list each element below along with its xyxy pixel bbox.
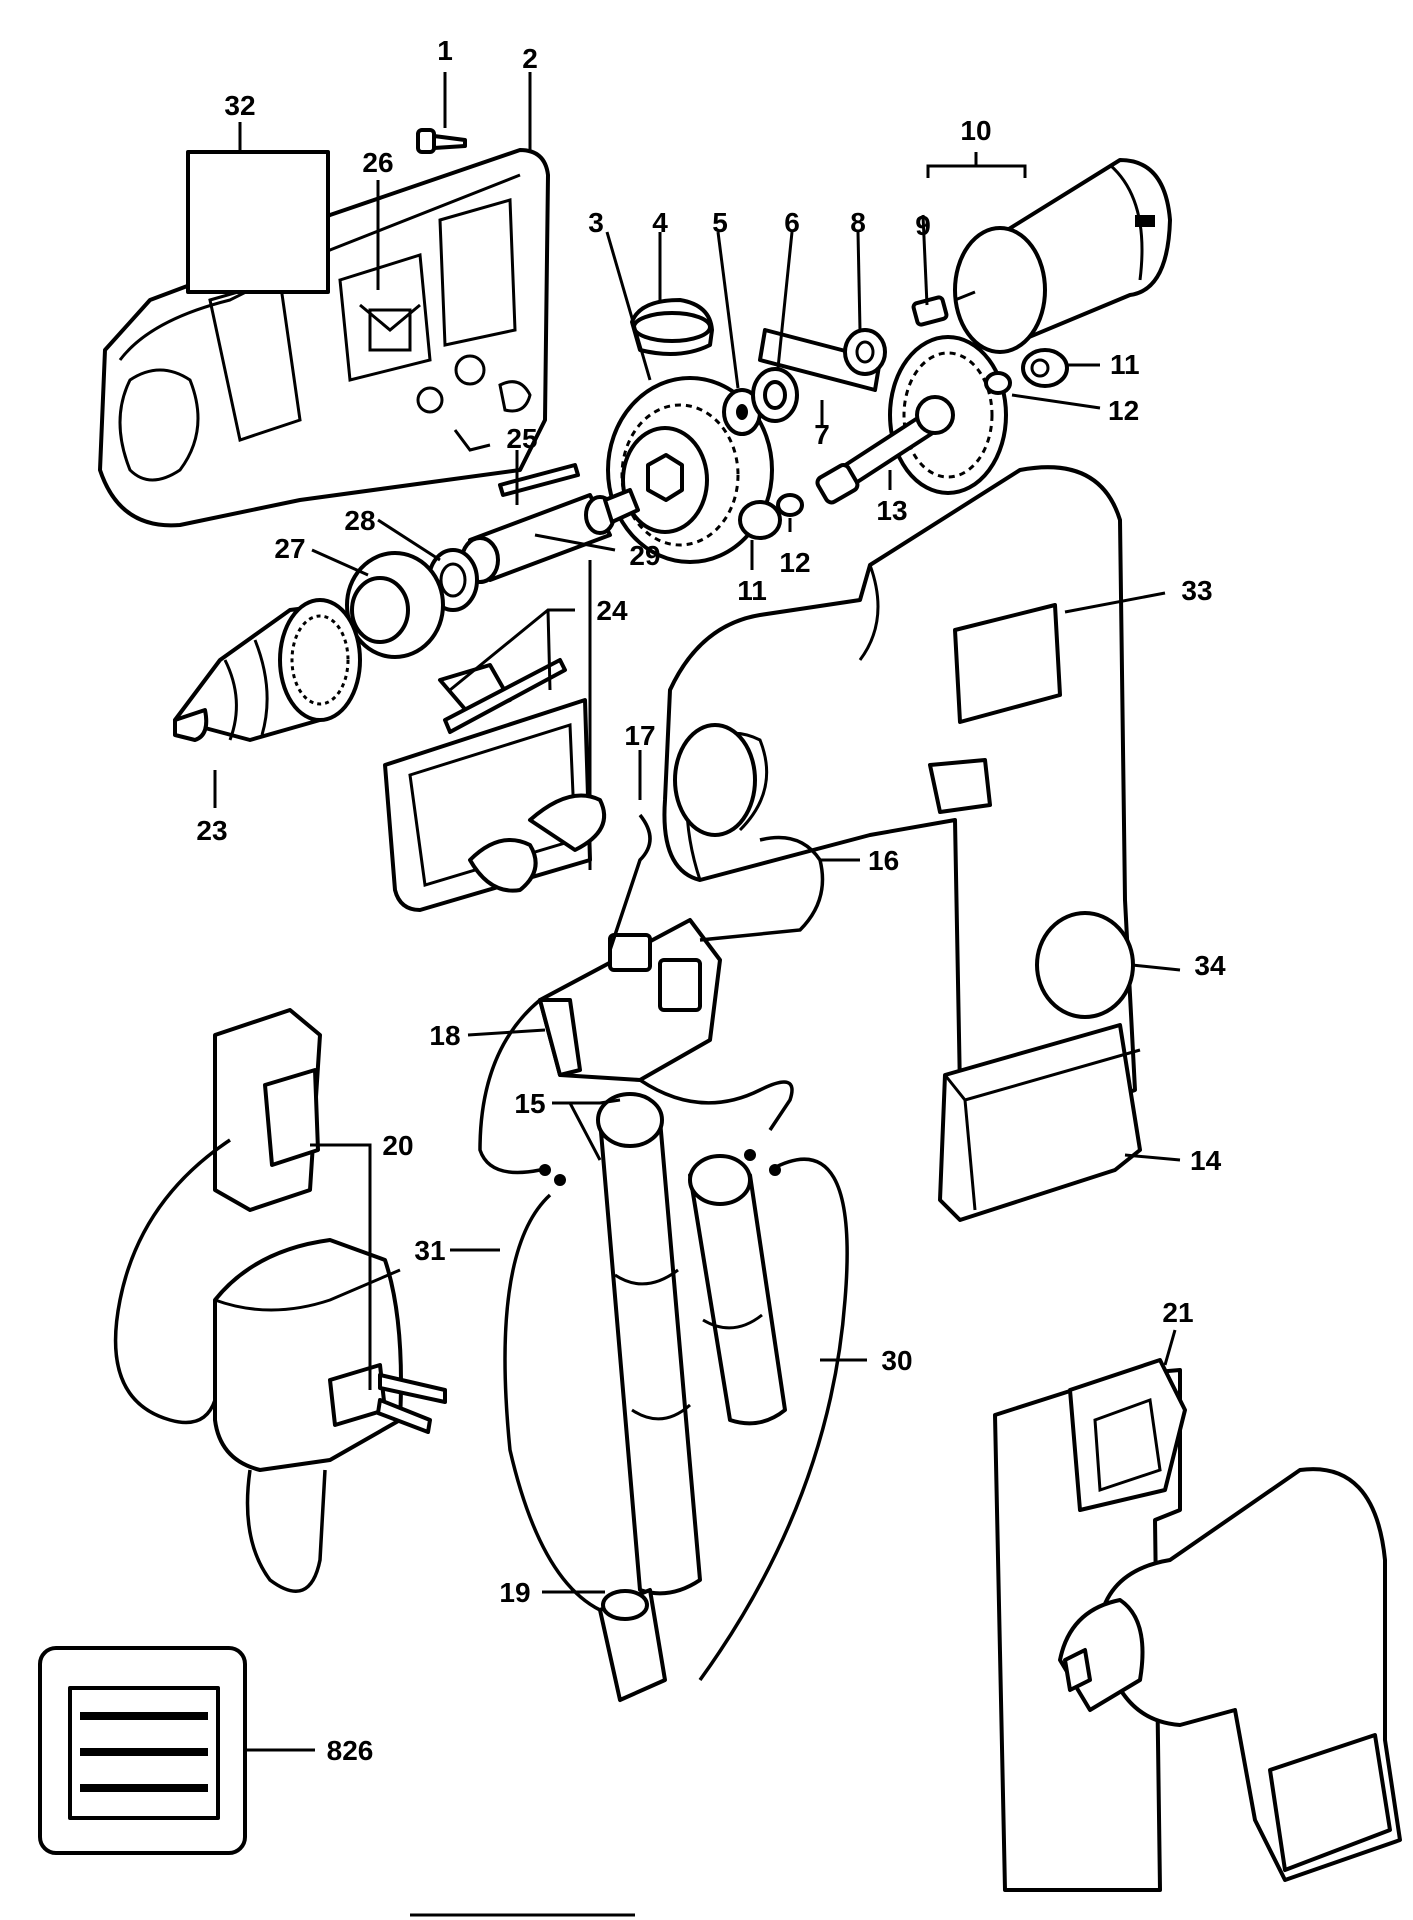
washer-12-bottom <box>776 493 804 517</box>
callout-12-top: 12 <box>1108 395 1139 426</box>
callout-23: 23 <box>196 815 227 846</box>
callout-13: 13 <box>876 495 907 526</box>
bush-11-bottom <box>738 500 782 540</box>
callout-16: 16 <box>868 845 899 876</box>
wires <box>478 813 849 1682</box>
callout-9: 9 <box>915 210 931 241</box>
switch-frame-24 <box>383 560 606 912</box>
label-plate-33 <box>953 603 1062 724</box>
chuck-23 <box>173 598 362 742</box>
callout-12-bottom: 12 <box>779 547 810 578</box>
callout-10: 10 <box>960 115 991 146</box>
callout-17: 17 <box>624 720 655 751</box>
callout-5: 5 <box>712 207 728 238</box>
warning-label-826 <box>38 1646 247 1855</box>
callout-31: 31 <box>414 1235 445 1266</box>
battery-left <box>596 1092 702 1596</box>
callout-3: 3 <box>588 207 604 238</box>
battery-right <box>688 1154 787 1426</box>
switch-unit-18 <box>538 918 722 1082</box>
bearing-27 <box>345 551 445 659</box>
ring-6 <box>751 367 799 423</box>
badge-34 <box>1035 911 1135 1019</box>
callout-6: 6 <box>784 207 800 238</box>
spring-26 <box>359 303 421 332</box>
callout-34: 34 <box>1194 950 1226 981</box>
callout-29: 29 <box>629 540 660 571</box>
screw <box>416 128 467 154</box>
callout-32: 32 <box>224 90 255 121</box>
callout-826: 826 <box>327 1735 374 1766</box>
bush-8 <box>843 328 887 376</box>
callout-21: 21 <box>1162 1297 1193 1328</box>
callout-18: 18 <box>429 1020 460 1051</box>
end-cap-14 <box>938 1023 1142 1222</box>
callout-8: 8 <box>850 207 866 238</box>
callout-33: 33 <box>1181 575 1212 606</box>
callout-28: 28 <box>344 505 375 536</box>
battery-terminal-19 <box>598 1588 667 1702</box>
callout-4: 4 <box>652 207 668 238</box>
motor-10 <box>953 158 1172 354</box>
callout-11-bottom: 11 <box>737 575 767 606</box>
washer-12-top <box>984 371 1012 395</box>
callout-19: 19 <box>499 1577 530 1608</box>
pin-25 <box>498 463 580 497</box>
callout-11-top: 11 <box>1110 349 1140 380</box>
holster-inset-21 <box>993 1358 1402 1892</box>
callout-7: 7 <box>814 419 830 450</box>
callout-24: 24 <box>596 595 628 626</box>
bush-11-top <box>1021 348 1069 388</box>
callout-27: 27 <box>274 533 305 564</box>
callout-labels: 1 2 3 4 5 6 7 8 9 10 11 11 12 12 13 14 1… <box>196 35 1226 1766</box>
callout-1: 1 <box>437 35 453 66</box>
callout-14: 14 <box>1190 1145 1222 1176</box>
label-plate-32 <box>186 150 330 294</box>
callout-25: 25 <box>506 423 537 454</box>
callout-20: 20 <box>382 1130 413 1161</box>
callout-30: 30 <box>881 1345 912 1376</box>
callout-15: 15 <box>514 1088 545 1119</box>
callout-2: 2 <box>522 43 538 74</box>
charger-20 <box>113 1008 447 1593</box>
gear-13 <box>815 335 1008 505</box>
spindle-29 <box>460 488 640 584</box>
pinion-9 <box>911 295 949 327</box>
housing-half <box>98 148 550 528</box>
leader-lines <box>213 72 1181 1752</box>
knob-4 <box>630 298 714 356</box>
callout-26: 26 <box>362 147 393 178</box>
plate-7 <box>758 328 882 392</box>
